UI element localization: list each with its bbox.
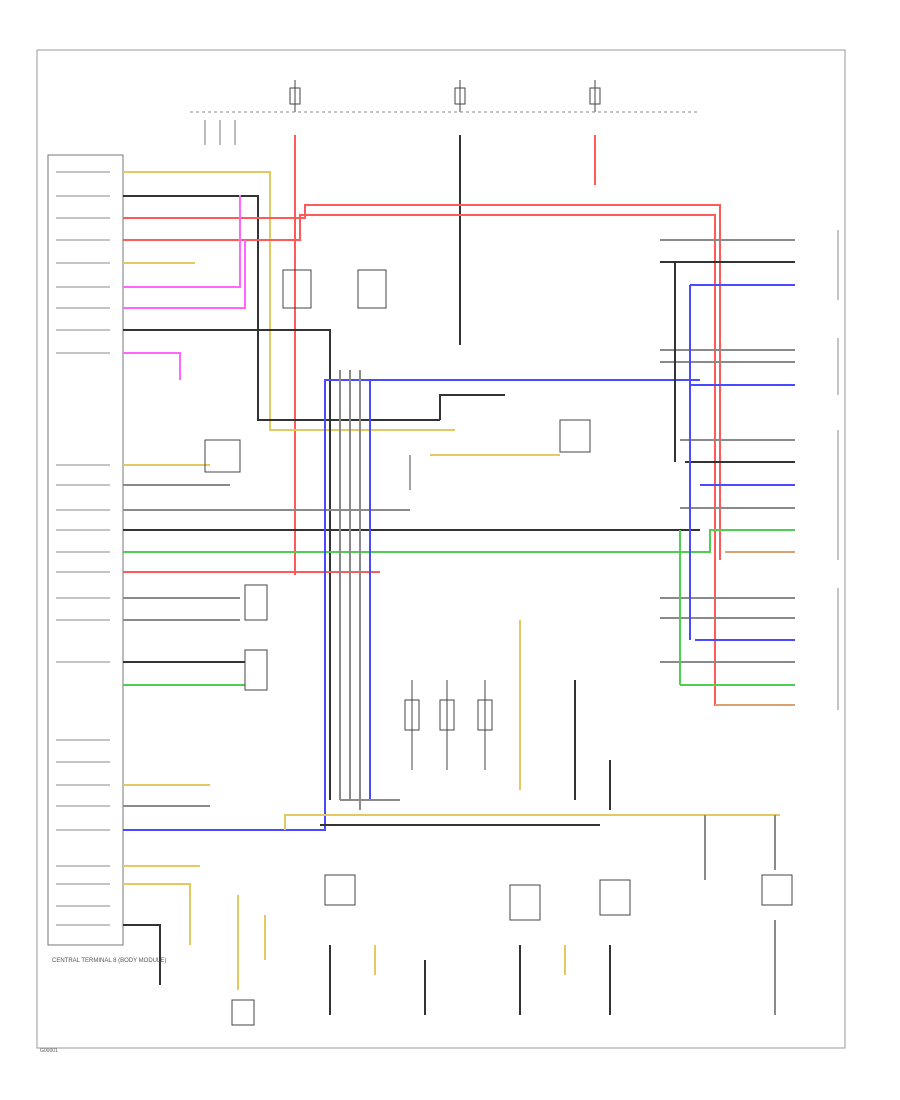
- power-source-3: [589, 80, 601, 112]
- central-module-box: [47, 154, 124, 946]
- relay-2: [357, 269, 387, 309]
- bottom-relay-5: [231, 999, 255, 1026]
- relay-5: [244, 649, 268, 691]
- relay-1: [282, 269, 312, 309]
- diagram-border: [36, 49, 846, 1049]
- yellow-wire-1: [123, 171, 455, 431]
- footer-code: G00001: [40, 1048, 58, 1054]
- relay-6: [559, 419, 591, 453]
- middle-lamp-group: [404, 680, 493, 770]
- relay-3: [204, 439, 241, 473]
- ground-symbol-top: [204, 120, 236, 145]
- bottom-relay-4: [761, 874, 793, 906]
- pink-wire-1: [123, 195, 241, 288]
- power-source-1: [289, 80, 301, 112]
- power-source-2: [454, 80, 466, 112]
- right-door-switch-group: [660, 239, 795, 706]
- bottom-relay-3: [599, 879, 631, 916]
- pink-wire-3: [123, 352, 181, 380]
- bottom-relay-1: [324, 874, 356, 906]
- module-pin-labels: [56, 171, 110, 926]
- green-wire-1: [123, 529, 795, 553]
- blue-wire-1: [123, 379, 700, 831]
- bottom-relay-2: [509, 884, 541, 921]
- footnote-label: CENTRAL TERMINAL 8 (BODY MODULE): [52, 958, 166, 964]
- black-wire-5: [123, 924, 161, 985]
- black-wire-center: [439, 394, 505, 420]
- bottom-ground-drops: [237, 815, 776, 1015]
- yellow-wire-6: [123, 883, 191, 945]
- yellow-bus-wire: [284, 814, 780, 830]
- vertical-wire-bundle: [339, 370, 371, 810]
- red-wire-1: [123, 204, 721, 560]
- relay-4: [244, 584, 268, 621]
- black-wire-2: [123, 329, 331, 800]
- pink-wire-2: [123, 240, 246, 309]
